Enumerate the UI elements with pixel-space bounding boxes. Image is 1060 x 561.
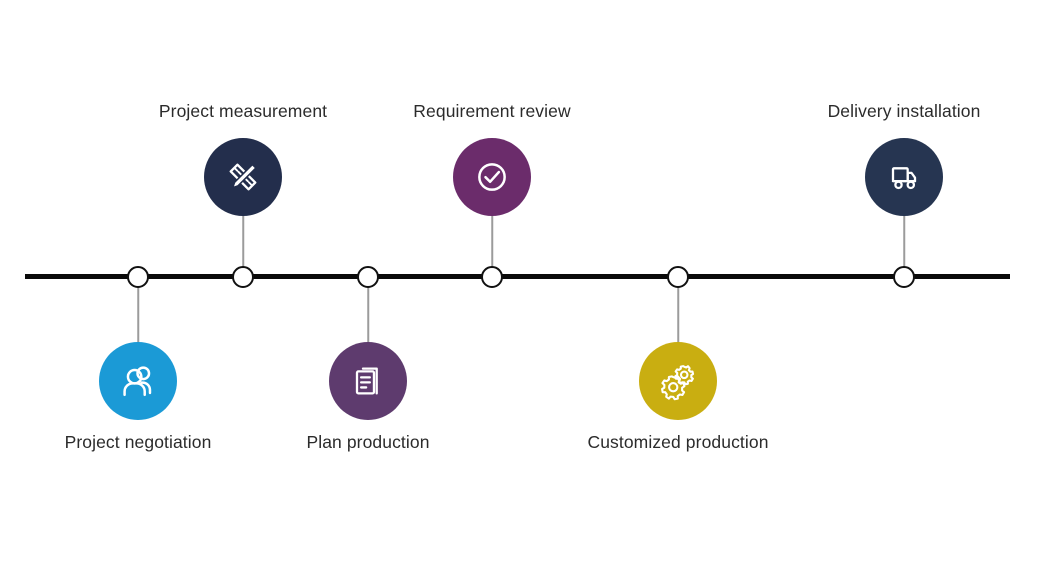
connector-requirement-review [491, 214, 493, 276]
icon-disc-project-measurement[interactable] [204, 138, 282, 216]
icon-disc-delivery-installation[interactable] [865, 138, 943, 216]
connector-plan-production [367, 279, 369, 345]
step-label-requirement-review: Requirement review [413, 101, 571, 121]
step-label-project-measurement: Project measurement [158, 101, 328, 121]
timeline-node-project-negotiation[interactable] [127, 266, 149, 288]
gears-icon [655, 358, 701, 404]
step-label-delivery-installation: Delivery installation [827, 101, 981, 121]
icon-disc-customized-production[interactable] [639, 342, 717, 420]
timeline-node-requirement-review[interactable] [481, 266, 503, 288]
icon-disc-plan-production[interactable] [329, 342, 407, 420]
documents-icon [346, 359, 390, 403]
icon-disc-requirement-review[interactable] [453, 138, 531, 216]
timeline-axis [25, 274, 1010, 279]
delivery-truck-icon [882, 155, 926, 199]
step-label-customized-production: Customized production [587, 432, 769, 452]
timeline-node-delivery-installation[interactable] [893, 266, 915, 288]
step-label-plan-production: Plan production [306, 432, 430, 452]
connector-project-negotiation [137, 279, 139, 345]
connector-customized-production [677, 279, 679, 345]
timeline-node-plan-production[interactable] [357, 266, 379, 288]
step-label-project-negotiation: Project negotiation [64, 432, 212, 452]
ruler-pencil-icon [220, 154, 266, 200]
people-group-icon [115, 358, 161, 404]
connector-delivery-installation [903, 214, 905, 276]
check-circle-icon [469, 154, 515, 200]
connector-project-measurement [242, 214, 244, 276]
timeline-node-customized-production[interactable] [667, 266, 689, 288]
icon-disc-project-negotiation[interactable] [99, 342, 177, 420]
timeline-node-project-measurement[interactable] [232, 266, 254, 288]
